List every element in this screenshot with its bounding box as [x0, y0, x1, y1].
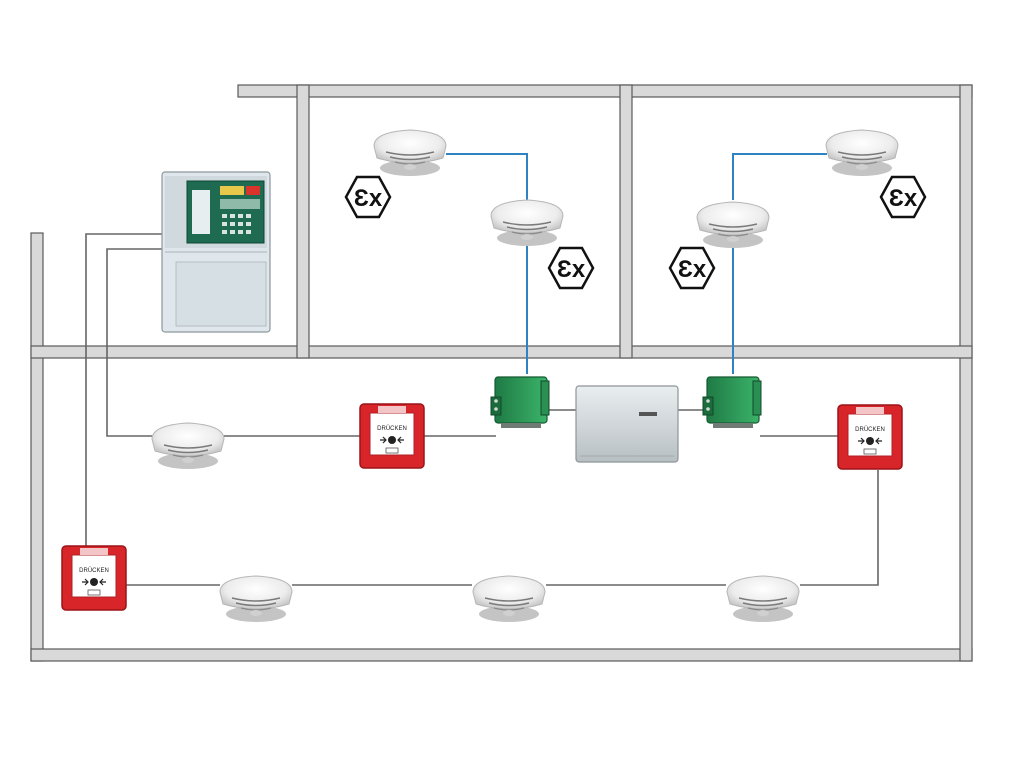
ex-wire-right-1: [732, 153, 827, 200]
ex-wire-left-1: [446, 153, 528, 200]
call-point-label: DRÜCKEN: [855, 426, 885, 433]
smoke-detector-icon: [151, 422, 225, 470]
smoke-detector-icon: [696, 201, 770, 249]
ex-hazard-hexagon-icon: Ɛx: [344, 175, 392, 219]
smoke-detector-icon: [490, 199, 564, 247]
smoke-detector-icon: [219, 575, 293, 623]
building-walls: [30, 84, 973, 662]
ex-symbol-text: Ɛx: [889, 185, 918, 212]
manual-call-point-icon: DRÜCKEN: [61, 545, 127, 611]
smoke-detector-icon: [373, 129, 447, 177]
ex-hazard-hexagon-icon: Ɛx: [547, 246, 595, 290]
ex-barrier-module-icon: [490, 376, 550, 429]
call-point-label: DRÜCKEN: [79, 567, 109, 574]
ex-symbol-text: Ɛx: [678, 256, 707, 283]
bus-wiring: [85, 233, 879, 586]
wire-panel-to-loop-detector: [106, 248, 162, 437]
fire-alarm-control-panel-icon: [161, 171, 271, 333]
manual-call-point-icon: DRÜCKEN: [837, 404, 903, 470]
interface-module-icon: [575, 385, 679, 463]
smoke-detector-icon: [472, 575, 546, 623]
smoke-detector-icon: [726, 575, 800, 623]
wire-panel-to-left-call-point: [85, 233, 162, 552]
ex-symbol-text: Ɛx: [557, 256, 586, 283]
ex-wiring: [446, 153, 827, 374]
smoke-detector-icon: [825, 129, 899, 177]
ex-symbol-text: Ɛx: [354, 185, 383, 212]
ex-barrier-module-icon: [702, 376, 762, 429]
wire-right-call-point-down: [800, 470, 879, 586]
call-point-label: DRÜCKEN: [377, 425, 407, 432]
ex-hazard-hexagon-icon: Ɛx: [668, 246, 716, 290]
manual-call-point-icon: DRÜCKEN: [359, 403, 425, 469]
ex-hazard-hexagon-icon: Ɛx: [879, 175, 927, 219]
